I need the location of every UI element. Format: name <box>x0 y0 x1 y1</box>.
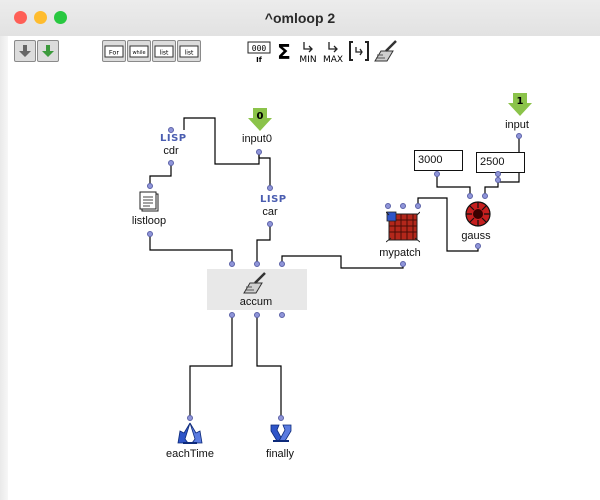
wire-mypatch-accum <box>281 255 404 269</box>
listloop-label: listloop <box>131 215 167 227</box>
counter-icon-text: 000 <box>252 44 267 53</box>
cdr-outlet[interactable] <box>168 160 174 166</box>
wire-accum-eachtime <box>189 316 233 418</box>
accum-outlet-2[interactable] <box>254 312 260 318</box>
wire-car-accum <box>256 224 271 263</box>
on-list-button[interactable]: list <box>177 40 201 62</box>
listloop-outlet[interactable] <box>147 231 153 237</box>
mypatch-icon[interactable] <box>386 211 420 243</box>
background-window-edge <box>0 36 8 500</box>
listloop-inlet[interactable] <box>147 183 153 189</box>
number-box-2500-outlet[interactable] <box>495 171 501 177</box>
accum-icon[interactable] <box>372 39 400 65</box>
wire-gauss-mypatch <box>417 197 479 252</box>
window-title: ^omloop 2 <box>264 10 336 26</box>
sum-icon[interactable]: Σ <box>273 39 295 63</box>
input-number: 1 <box>517 96 524 107</box>
on-list-icon: list <box>179 45 199 58</box>
while-icon-text: while <box>132 50 145 56</box>
gauss-inlet-1[interactable] <box>467 193 473 199</box>
gauss-outlet[interactable] <box>475 243 481 249</box>
wire-listloop-accum <box>149 234 233 263</box>
add-output-button[interactable] <box>37 40 59 62</box>
accum-outlet-3[interactable] <box>279 312 285 318</box>
car-label[interactable]: car <box>262 206 278 218</box>
recycle-finally-icon[interactable] <box>267 421 295 445</box>
number-box-3000-outlet[interactable] <box>434 171 440 177</box>
wire-cdr-listloop <box>149 162 172 186</box>
gauss-label: gauss <box>461 230 491 242</box>
car-inlet[interactable] <box>267 185 273 191</box>
minimize-button[interactable] <box>34 11 47 24</box>
wire-input0-car <box>258 152 271 188</box>
close-button[interactable] <box>14 11 27 24</box>
gauss-inlet-2[interactable] <box>482 193 488 199</box>
number-box-2500[interactable]: 2500 <box>476 152 525 173</box>
accum-label: accum <box>239 296 273 308</box>
while-loop-button[interactable]: while <box>127 40 151 62</box>
number-box-2500-inlet[interactable] <box>495 177 501 183</box>
accum-inlet-2[interactable] <box>254 261 260 267</box>
input0-number: 0 <box>257 111 264 122</box>
mypatch-inlet-3[interactable] <box>415 203 421 209</box>
list-icon-text: list <box>160 50 169 57</box>
on-list-icon-text: list <box>185 50 194 57</box>
counter-icon-sub: If <box>256 56 263 64</box>
arrow-down-icon <box>19 45 31 57</box>
accum-inlet-3[interactable] <box>279 261 285 267</box>
for-loop-button[interactable]: For <box>102 40 126 62</box>
finally-inlet[interactable] <box>278 415 284 421</box>
arrow-down-green-icon <box>42 45 54 57</box>
eachtime-label: eachTime <box>166 448 214 460</box>
maximize-button[interactable] <box>54 11 67 24</box>
accum-inlet-1[interactable] <box>229 261 235 267</box>
while-icon: while <box>129 45 149 58</box>
collect-icon[interactable] <box>347 39 371 63</box>
recycle-icon[interactable] <box>176 421 204 445</box>
for-icon-text: For <box>109 49 119 57</box>
car-lisp-badge: LISP <box>260 194 287 205</box>
for-icon: For <box>104 45 124 58</box>
max-icon-text: MAX <box>323 55 343 65</box>
mypatch-inlet-2[interactable] <box>400 203 406 209</box>
car-outlet[interactable] <box>267 221 273 227</box>
accum-box-icon <box>243 272 266 294</box>
input-outlet[interactable] <box>516 133 522 139</box>
input-arrow-icon[interactable]: 1 <box>508 93 532 117</box>
input0-outlet[interactable] <box>256 149 262 155</box>
wire-accum-finally <box>256 316 282 418</box>
eachtime-inlet[interactable] <box>187 415 193 421</box>
input0-arrow-icon[interactable]: 0 <box>248 108 272 132</box>
mypatch-label: mypatch <box>379 247 421 259</box>
in-list-button[interactable]: list <box>152 40 176 62</box>
counter-icon[interactable]: 000 If <box>247 40 271 64</box>
min-icon[interactable]: MIN <box>296 39 320 65</box>
toolbar: For while list list 000 If Σ MIN MAX <box>0 36 600 66</box>
listloop-icon[interactable] <box>138 191 162 213</box>
cdr-lisp-badge: LISP <box>160 133 187 144</box>
max-icon[interactable]: MAX <box>321 39 346 65</box>
accum-outlet-1[interactable] <box>229 312 235 318</box>
cdr-label[interactable]: cdr <box>163 145 179 157</box>
mypatch-inlet-1[interactable] <box>385 203 391 209</box>
mypatch-outlet[interactable] <box>400 261 406 267</box>
sum-icon-text: Σ <box>277 40 291 63</box>
cdr-inlet[interactable] <box>168 127 174 133</box>
input0-label: input0 <box>242 133 272 145</box>
finally-label: finally <box>265 448 295 460</box>
min-icon-text: MIN <box>299 55 316 65</box>
list-icon: list <box>154 45 174 58</box>
add-input-button[interactable] <box>14 40 36 62</box>
wire-3000-gauss <box>436 174 471 196</box>
wire-input0-cdr <box>183 117 260 165</box>
number-box-3000[interactable]: 3000 <box>414 150 463 171</box>
gauss-icon[interactable] <box>463 200 493 228</box>
input-label: input <box>505 119 529 131</box>
